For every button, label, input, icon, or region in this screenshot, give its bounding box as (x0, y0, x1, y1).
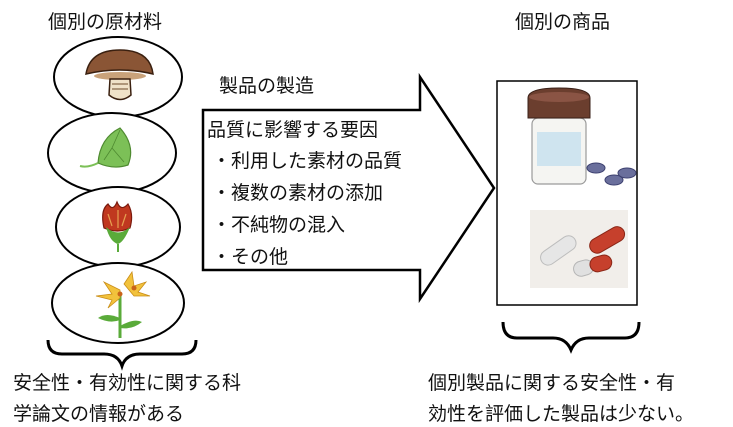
left-caption-line-2: 学論文の情報がある (13, 403, 185, 425)
arrow-heading: 品質に影響する要因 (207, 119, 379, 141)
right-caption-line-1: 個別製品に関する安全性・有 (428, 372, 676, 394)
left-brace (46, 339, 198, 371)
left-caption-line-1: 安全性・有効性に関する科 (13, 372, 242, 394)
factor-item: ・利用した素材の品質 (212, 150, 403, 172)
right-caption-line-2: 効性を評価した製品は少ない。 (428, 403, 695, 425)
manufacturing-arrow (201, 72, 496, 304)
right-brace (501, 321, 641, 354)
factor-item: ・その他 (212, 246, 289, 268)
factor-item: ・複数の素材の添加 (212, 182, 384, 204)
lily-flower-icon (95, 270, 151, 338)
factor-item: ・不純物の混入 (212, 214, 346, 236)
ginkgo-leaf-icon (79, 127, 132, 168)
material-ellipse-4 (51, 262, 185, 344)
right-title: 個別の商品 (515, 11, 611, 33)
mushroom-icon (85, 49, 154, 101)
supplement-bottle-icon (527, 87, 637, 186)
capsules-icon (530, 210, 628, 288)
flower-bud-icon (102, 200, 133, 252)
left-title: 個別の原材料 (48, 11, 163, 33)
arrow-label: 製品の製造 (219, 75, 315, 97)
